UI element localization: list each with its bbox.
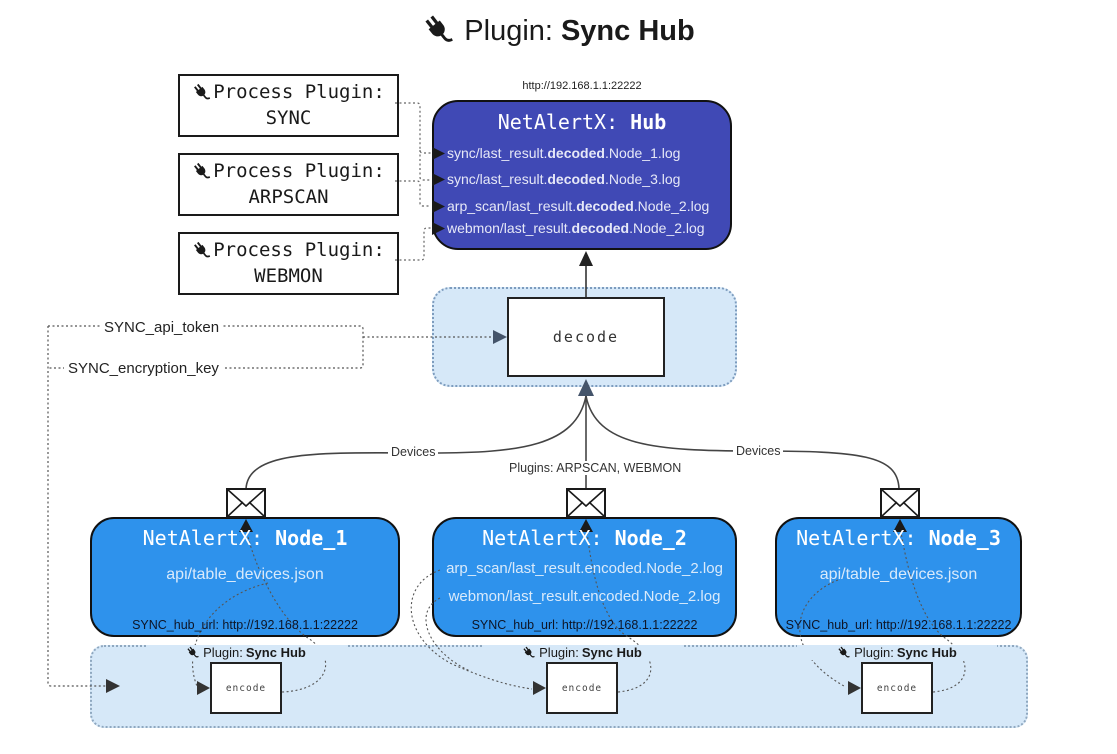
plugin-to-hub-connectors bbox=[395, 102, 431, 261]
log-mid: decoded bbox=[576, 198, 634, 214]
plug-icon bbox=[192, 83, 212, 103]
page-title: Plugin: Sync Hub bbox=[0, 14, 1117, 48]
decode-box: decode bbox=[507, 297, 665, 377]
node-to-decode-curves bbox=[245, 395, 900, 490]
process-plugin-name: SYNC bbox=[265, 106, 312, 129]
plug-icon bbox=[522, 646, 536, 660]
encode-box-1: encode bbox=[210, 662, 282, 714]
plug-icon bbox=[186, 646, 200, 660]
plugin-label: Plugin: bbox=[203, 645, 243, 660]
process-plugin-name: WEBMON bbox=[254, 264, 323, 287]
process-plugin-webmon-line1: Process Plugin: bbox=[192, 238, 385, 264]
node-1-title: NetAlertX: Node_1 bbox=[90, 526, 400, 550]
process-plugin-label: Process Plugin: bbox=[213, 80, 385, 103]
plugin-label-bold: Sync Hub bbox=[245, 645, 306, 660]
node-3-title: NetAlertX: Node_3 bbox=[775, 526, 1022, 550]
log-post: .Node_3.log bbox=[604, 171, 681, 187]
node-2-title: NetAlertX: Node_2 bbox=[432, 526, 737, 550]
plug-icon bbox=[422, 14, 456, 48]
log-pre: sync/last_result. bbox=[447, 145, 548, 161]
plugin-label: Plugin: bbox=[539, 645, 579, 660]
node-title-bold: Node_2 bbox=[614, 526, 687, 550]
plugin-label-bold: Sync Hub bbox=[581, 645, 642, 660]
hub-title-prefix: NetAlertX: bbox=[497, 110, 619, 134]
page-title-bold: Sync Hub bbox=[560, 14, 695, 47]
plug-icon bbox=[192, 241, 212, 261]
node-title-prefix: NetAlertX: bbox=[142, 526, 264, 550]
node-1-hub-url: SYNC_hub_url: http://192.168.1.1:22222 bbox=[132, 618, 358, 632]
node-3-file: api/table_devices.json bbox=[819, 566, 978, 583]
node-title-bold: Node_1 bbox=[275, 526, 348, 550]
hub-log-line: webmon/last_result.decoded.Node_2.log bbox=[447, 220, 737, 236]
node-2-file: webmon/last_result.encoded.Node_2.log bbox=[448, 588, 721, 605]
node-title-prefix: NetAlertX: bbox=[482, 526, 603, 550]
hub-log-line: arp_scan/last_result.decoded.Node_2.log bbox=[447, 198, 737, 214]
process-plugin-arpscan-line1: Process Plugin: bbox=[192, 159, 385, 185]
encode-plugin-label-1: Plugin: Sync Hub bbox=[146, 645, 346, 660]
node-3-hub-url: SYNC_hub_url: http://192.168.1.1:22222 bbox=[785, 618, 1012, 632]
node-2-hub-url: SYNC_hub_url: http://192.168.1.1:22222 bbox=[471, 618, 698, 632]
plug-icon bbox=[837, 646, 851, 660]
envelope-icons bbox=[226, 488, 920, 518]
node-title-bold: Node_3 bbox=[928, 526, 1001, 550]
plugin-label-bold: Sync Hub bbox=[896, 645, 957, 660]
plug-icon bbox=[192, 162, 212, 182]
encode-plugin-label-3: Plugin: Sync Hub bbox=[797, 645, 997, 660]
page-title-label: Plugin: bbox=[464, 14, 553, 47]
devices-label-left: Devices bbox=[388, 445, 439, 459]
log-pre: webmon/last_result. bbox=[447, 220, 572, 236]
hub-log-line: sync/last_result.decoded.Node_3.log bbox=[447, 171, 737, 187]
log-post: .Node_2.log bbox=[633, 198, 710, 214]
hub-title-bold: Hub bbox=[630, 110, 667, 134]
plugin-label: Plugin: bbox=[854, 645, 894, 660]
process-plugin-box-arpscan: Process Plugin: ARPSCAN bbox=[178, 153, 399, 216]
log-post: .Node_1.log bbox=[604, 145, 681, 161]
hub-title: NetAlertX: Hub bbox=[432, 110, 732, 134]
process-plugin-label: Process Plugin: bbox=[213, 159, 385, 182]
hub-log-line: sync/last_result.decoded.Node_1.log bbox=[447, 145, 737, 161]
sync-api-token-label: SYNC_api_token bbox=[100, 319, 224, 336]
hub-url: http://192.168.1.1:22222 bbox=[522, 80, 642, 92]
encode-box-3: encode bbox=[861, 662, 933, 714]
plugins-label-mid: Plugins: ARPSCAN, WEBMON bbox=[506, 461, 685, 475]
hub-box bbox=[432, 100, 732, 250]
log-pre: arp_scan/last_result. bbox=[447, 198, 577, 214]
process-plugin-name: ARPSCAN bbox=[248, 185, 329, 208]
log-mid: decoded bbox=[547, 145, 605, 161]
devices-label-right: Devices bbox=[733, 444, 784, 458]
process-plugin-box-webmon: Process Plugin: WEBMON bbox=[178, 232, 399, 295]
log-post: .Node_2.log bbox=[629, 220, 705, 236]
encode-box-2: encode bbox=[546, 662, 618, 714]
log-mid: decoded bbox=[571, 220, 630, 236]
log-pre: sync/last_result. bbox=[447, 171, 548, 187]
node-1-file: api/table_devices.json bbox=[166, 566, 324, 583]
encode-plugin-label-2: Plugin: Sync Hub bbox=[482, 645, 682, 660]
process-plugin-sync-line1: Process Plugin: bbox=[192, 80, 385, 106]
process-plugin-label: Process Plugin: bbox=[213, 238, 385, 261]
sync-encryption-key-label: SYNC_encryption_key bbox=[64, 360, 223, 377]
node-title-prefix: NetAlertX: bbox=[796, 526, 917, 550]
node-2-file: arp_scan/last_result.encoded.Node_2.log bbox=[446, 560, 723, 577]
log-mid: decoded bbox=[547, 171, 605, 187]
up-arrow-icon bbox=[579, 251, 593, 266]
process-plugin-box-sync: Process Plugin: SYNC bbox=[178, 74, 399, 137]
